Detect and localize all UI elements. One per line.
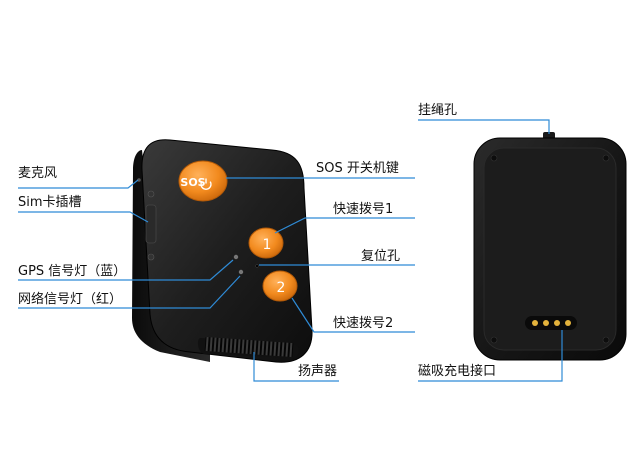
screw-top-left xyxy=(490,154,498,162)
label-gps-led: GPS 信号灯（蓝） xyxy=(18,264,127,279)
leader-speaker xyxy=(253,352,339,382)
label-magnetic-charging: 磁吸充电接口 xyxy=(418,364,497,379)
charging-pin-4 xyxy=(565,320,571,326)
label-speaker: 扬声器 xyxy=(298,364,338,379)
leader-lanyard xyxy=(418,119,550,134)
leader-network-led xyxy=(18,275,241,309)
leader-speed-dial-2 xyxy=(291,297,415,333)
speaker-grille xyxy=(204,336,294,358)
power-icon xyxy=(200,178,212,191)
leader-gps-led xyxy=(18,259,234,281)
device-front-face xyxy=(141,139,313,363)
device-back xyxy=(473,132,627,361)
network-led xyxy=(238,269,244,275)
speed-dial-2-button xyxy=(262,270,298,302)
key-1-text: 1 xyxy=(263,237,272,253)
speed-dial-1-button xyxy=(248,227,284,259)
label-sos-power-key: SOS 开关机键 xyxy=(316,161,399,176)
leader-microphone xyxy=(18,179,139,189)
label-speed-dial-2: 快速拨号2 xyxy=(333,316,394,331)
label-reset-hole: 复位孔 xyxy=(361,249,401,264)
sos-button-text: SOS xyxy=(180,176,205,189)
screw-top-right xyxy=(602,154,610,162)
device-back-panel xyxy=(483,147,617,351)
label-network-led: 网络信号灯（红） xyxy=(18,292,123,307)
leader-speed-dial-1 xyxy=(274,217,415,234)
label-sim-slot: Sim卡插槽 xyxy=(18,195,82,210)
label-lanyard-hole: 挂绳孔 xyxy=(418,103,458,118)
charging-pin-2 xyxy=(543,320,549,326)
leader-charging xyxy=(418,330,563,382)
device-front: SOS 1 2 xyxy=(132,139,313,363)
side-button-1 xyxy=(147,190,155,198)
key-2-text: 2 xyxy=(277,280,286,296)
leader-lines xyxy=(18,119,563,382)
label-microphone: 麦克风 xyxy=(18,166,58,181)
sos-button xyxy=(178,160,228,202)
charging-pin-3 xyxy=(554,320,560,326)
screw-bottom-left xyxy=(490,336,498,344)
leader-sim-slot xyxy=(18,211,149,223)
label-speed-dial-1: 快速拨号1 xyxy=(333,202,394,217)
reset-hole xyxy=(255,264,259,268)
screw-bottom-right xyxy=(602,336,610,344)
charging-contact-plate xyxy=(525,316,577,330)
sim-slot-cover xyxy=(145,204,157,244)
gps-led xyxy=(233,254,239,260)
side-button-2 xyxy=(147,253,155,261)
charging-pin-1 xyxy=(532,320,538,326)
microphone-hole xyxy=(137,178,141,182)
